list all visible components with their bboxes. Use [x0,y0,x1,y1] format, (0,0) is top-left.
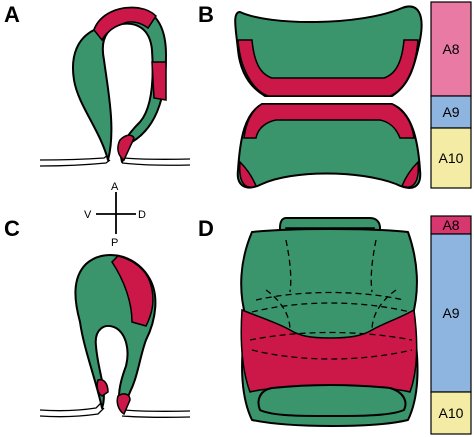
bar-bottom-a10 [430,391,472,435]
bar-bottom-a9-label: A9 [442,305,459,321]
panel-letter-c: C [4,216,20,241]
panel-b-upper-a8-band [237,39,419,97]
axis-posterior-label: P [111,237,118,249]
panel-c-diagram [39,254,191,418]
segment-bar-bottom: A8 A9 A10 [430,215,472,435]
axis-anterior-label: A [111,181,119,193]
axis-compass: A V D P [84,181,146,249]
segment-bar-top: A8 A9 A10 [430,1,472,189]
panel-b-lower-pad [236,103,422,189]
bar-top-a10-label: A10 [439,150,464,166]
panel-b-diagram [234,5,423,189]
panel-a-a8-region [93,6,157,42]
panel-d-a9-band [240,308,418,393]
panel-a-a10-region [117,134,135,162]
bar-top-a8 [430,1,472,97]
panel-letter-a: A [4,2,20,27]
panel-letter-b: B [198,2,214,27]
panel-letter-d: D [198,216,214,241]
panel-c-a8-region [111,255,154,327]
panel-b-lower-a9-band [243,103,415,139]
panel-d-lower-lobe [257,384,407,417]
axis-ventral-label: V [84,209,92,221]
panel-c-a9-region [96,378,109,397]
bar-bottom-a8-label: A8 [442,217,459,233]
panel-a-tissue [72,6,167,163]
panel-a-a9-region [151,61,167,101]
panel-d-diagram [240,217,419,427]
axis-dorsal-label: D [138,209,146,221]
bar-bottom-a10-label: A10 [439,405,464,421]
bar-top-a8-label: A8 [442,41,459,57]
bar-top-a10 [430,127,472,189]
panel-a-diagram [39,6,191,167]
bar-top-a9-label: A9 [442,104,459,120]
panel-c-a10-region [116,393,131,416]
